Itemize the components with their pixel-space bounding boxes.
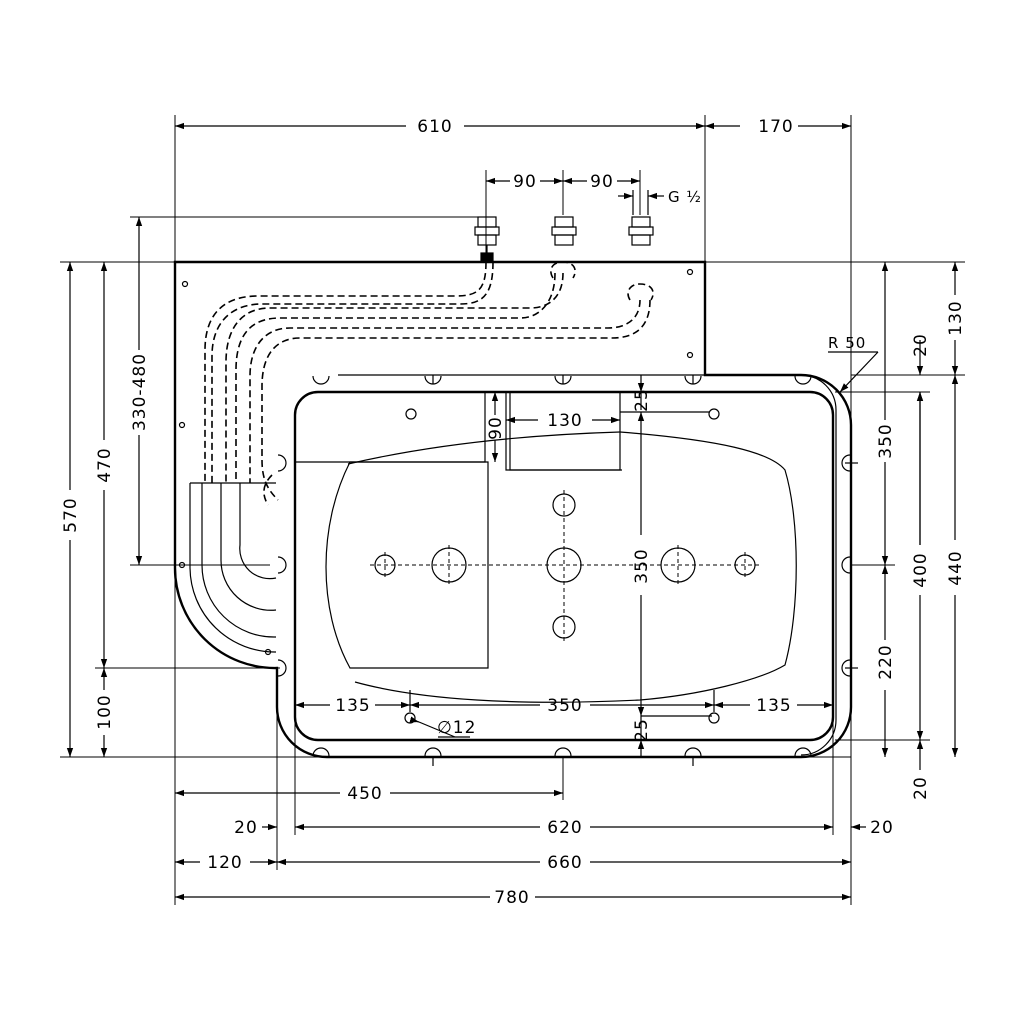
dim-inner-130: 130 [547, 411, 582, 431]
dim-bottom-620: 620 [547, 818, 582, 838]
tray-outline [173, 260, 853, 759]
basin-outline [293, 390, 835, 742]
dim-inner-90: 90 [486, 416, 506, 440]
dim-bottom-120: 120 [207, 853, 242, 873]
dimension-lines [66, 122, 959, 901]
dim-right-20-bottom: 20 [911, 776, 931, 800]
dim-bottom-660: 660 [547, 853, 582, 873]
mounting-holes [178, 268, 858, 766]
dim-inner-135-left: 135 [335, 696, 370, 716]
dim-bottom-20-right: 20 [870, 818, 894, 838]
dim-right-400: 400 [911, 552, 931, 587]
seat-panel [325, 461, 489, 669]
dim-right-220: 220 [876, 644, 896, 679]
dim-inner-25-bottom: 25 [632, 718, 652, 742]
dim-right-350: 350 [876, 423, 896, 458]
extension-lines [60, 115, 965, 905]
dim-inlet-90-a: 90 [513, 172, 537, 192]
inlet-fitting-1 [474, 216, 500, 263]
hoses [204, 261, 654, 506]
dim-left-330-480: 330-480 [130, 353, 150, 431]
side-pocket [189, 482, 277, 653]
dim-top-170: 170 [758, 117, 793, 137]
dim-left-470: 470 [95, 447, 115, 482]
dim-right-440: 440 [946, 550, 966, 585]
lounge-contour [354, 431, 797, 703]
dim-inner-350-vert: 350 [632, 548, 652, 583]
dim-bottom-780: 780 [494, 888, 529, 908]
dim-top-610: 610 [417, 117, 452, 137]
dim-inlet-90-b: 90 [590, 172, 614, 192]
drain-block [509, 391, 621, 471]
inlet-fitting-3 [628, 216, 654, 246]
rim-inner-offset [338, 374, 837, 756]
dim-inner-135-right: 135 [756, 696, 791, 716]
dim-inner-350-horiz: 350 [547, 696, 582, 716]
dim-thread-g: G ½ [668, 188, 702, 206]
headrest-panel [295, 392, 486, 463]
dim-left-570: 570 [61, 497, 81, 532]
dim-right-130: 130 [946, 300, 966, 335]
jets [374, 493, 756, 639]
dim-hole-diameter: ∅12 [437, 718, 476, 738]
inlet-fitting-2 [551, 216, 577, 246]
dim-left-100: 100 [95, 694, 115, 729]
dim-inner-25-top: 25 [632, 388, 652, 412]
dimension-labels: 610 170 90 90 G ½ 570 470 330-480 100 13… [61, 117, 966, 908]
side-pocket-inner [201, 483, 277, 638]
dim-right-20-top: 20 [911, 333, 931, 357]
dim-bottom-20-left: 20 [234, 818, 258, 838]
dim-radius: R 50 [828, 334, 866, 352]
dim-bottom-450: 450 [347, 784, 382, 804]
inlet-fittings [474, 216, 654, 263]
